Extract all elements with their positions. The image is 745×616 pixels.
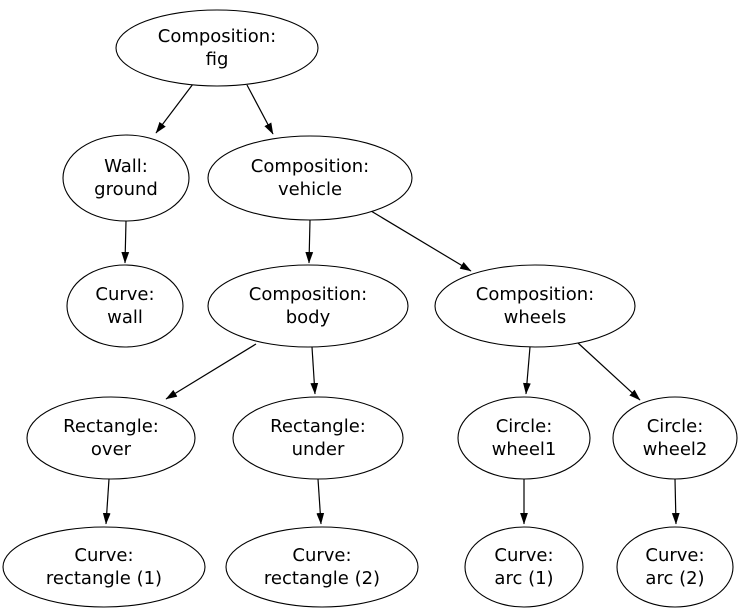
node-label: over: [91, 439, 132, 460]
node-label: body: [286, 307, 331, 328]
node-curve-arc-2-shape: [616, 526, 734, 608]
node-label: Rectangle:: [63, 416, 159, 437]
node-composition-vehicle: Composition: vehicle: [207, 135, 413, 221]
nodes-layer: Composition: fig Wall: ground Compositio…: [2, 9, 738, 608]
node-composition-fig-shape: [115, 9, 319, 87]
edge-vehicle-body: [305, 219, 314, 264]
node-curve-wall: Curve: wall: [66, 264, 184, 348]
node-label: ground: [94, 179, 158, 200]
node-label: arc (2): [645, 568, 704, 589]
node-label: Composition:: [251, 156, 369, 177]
node-curve-rectangle-1: Curve: rectangle (1): [2, 526, 206, 608]
node-curve-arc-2: Curve: arc (2): [616, 526, 734, 608]
edge-fig-vehicle: [246, 84, 274, 135]
edge-body-over: [165, 343, 257, 400]
node-label: Wall:: [104, 156, 148, 177]
node-label: Curve:: [74, 545, 133, 566]
node-label: wheel2: [643, 439, 708, 460]
node-circle-wheel2-shape: [612, 396, 738, 480]
edge-over-rect1: [102, 478, 111, 525]
node-composition-wheels-shape: [434, 264, 636, 348]
node-circle-wheel1: Circle: wheel1: [457, 396, 591, 480]
node-label: Curve:: [494, 545, 553, 566]
node-composition-vehicle-shape: [207, 135, 413, 221]
node-composition-body-shape: [207, 264, 409, 348]
edge-body-under: [310, 346, 319, 395]
node-curve-rectangle-1-shape: [2, 526, 206, 608]
node-label: rectangle (2): [264, 568, 380, 589]
node-wall-ground: Wall: ground: [62, 134, 190, 222]
node-circle-wheel2: Circle: wheel2: [612, 396, 738, 480]
node-curve-rectangle-2-shape: [225, 526, 419, 608]
node-label: rectangle (1): [46, 568, 162, 589]
node-label: arc (1): [494, 568, 553, 589]
node-label: fig: [206, 49, 229, 70]
node-curve-rectangle-2: Curve: rectangle (2): [225, 526, 419, 608]
node-label: wheels: [504, 307, 567, 328]
node-composition-fig: Composition: fig: [115, 9, 319, 87]
node-curve-wall-shape: [66, 264, 184, 348]
node-circle-wheel1-shape: [457, 396, 591, 480]
node-label: Circle:: [496, 416, 553, 437]
edge-wheels-wheel2: [577, 342, 641, 401]
edge-under-rect2: [316, 478, 325, 525]
node-label: Curve:: [292, 545, 351, 566]
node-wall-ground-shape: [62, 134, 190, 222]
edge-vehicle-wheels: [370, 210, 472, 272]
node-rectangle-over-shape: [26, 396, 196, 480]
node-composition-body: Composition: body: [207, 264, 409, 348]
node-curve-arc-1-shape: [464, 526, 584, 608]
node-label: under: [292, 439, 345, 460]
edge-ground-wall: [121, 220, 130, 264]
node-label: wall: [107, 307, 143, 328]
node-label: Composition:: [249, 284, 367, 305]
edge-wheel2-arc2: [671, 478, 680, 525]
node-label: Composition:: [476, 284, 594, 305]
node-label: Curve:: [95, 284, 154, 305]
node-label: vehicle: [278, 179, 342, 200]
node-curve-arc-1: Curve: arc (1): [464, 526, 584, 608]
node-label: Composition:: [158, 26, 276, 47]
node-composition-wheels: Composition: wheels: [434, 264, 636, 348]
node-label: Circle:: [647, 416, 704, 437]
node-rectangle-under-shape: [232, 396, 404, 480]
edge-fig-ground: [155, 83, 194, 134]
node-rectangle-over: Rectangle: over: [26, 396, 196, 480]
node-label: Curve:: [645, 545, 704, 566]
edges-layer: [102, 83, 680, 525]
edge-wheels-wheel1: [523, 346, 531, 395]
node-rectangle-under: Rectangle: under: [232, 396, 404, 480]
node-label: wheel1: [492, 439, 557, 460]
node-label: Rectangle:: [270, 416, 366, 437]
